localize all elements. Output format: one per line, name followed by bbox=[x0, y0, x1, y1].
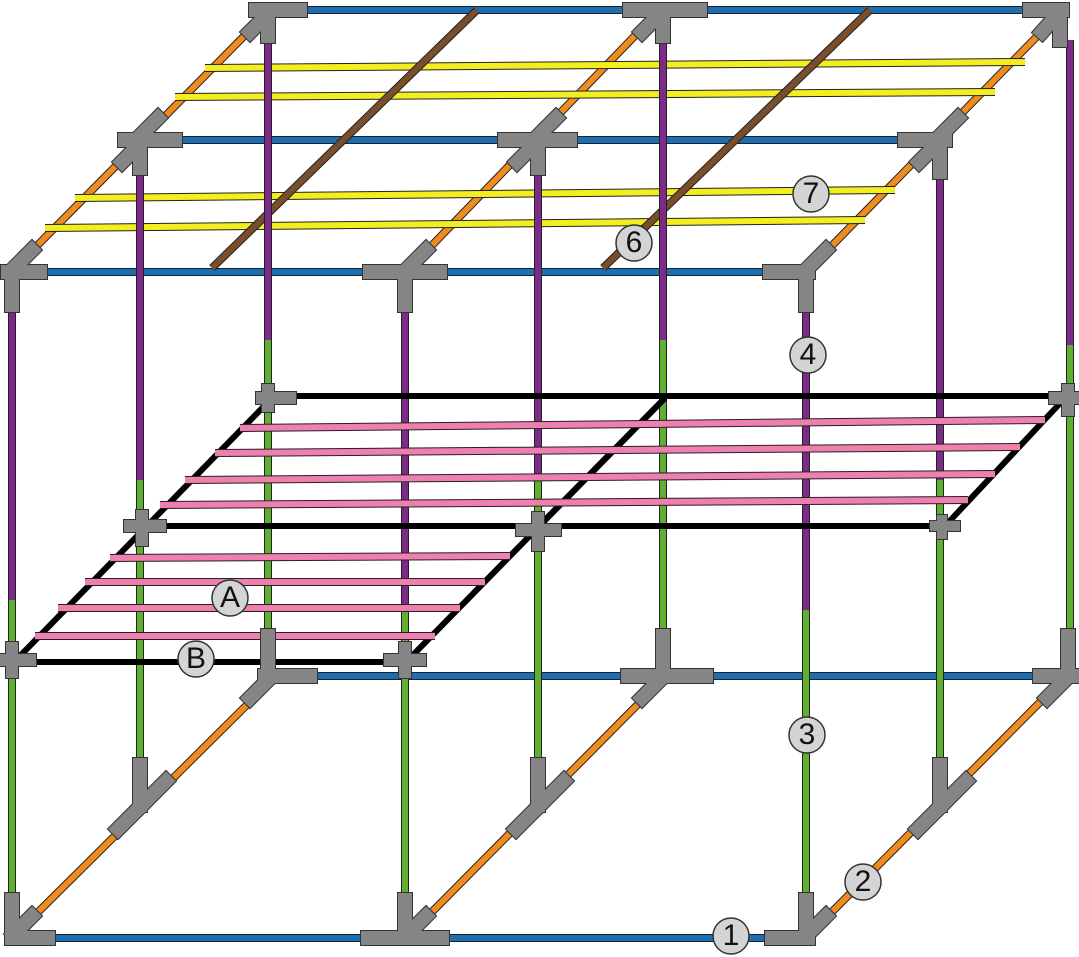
shelf-slat-4-core bbox=[159, 497, 969, 508]
fitting-shelf-mid-right bbox=[929, 514, 961, 540]
top-slat-2 bbox=[174, 88, 996, 101]
fitting-shelf-front-mid bbox=[383, 641, 427, 679]
fitting-bottom-back-left-arm-3 bbox=[240, 670, 278, 708]
shelf-slat-3-core bbox=[184, 471, 996, 483]
top-brace-left-core bbox=[209, 7, 480, 271]
callout-3-text: 3 bbox=[799, 718, 816, 751]
fitting-top-mid-mid-arm-3 bbox=[507, 134, 545, 172]
fitting-top-back-left-arm-3 bbox=[240, 4, 278, 42]
top-brace-left bbox=[209, 7, 480, 271]
top-slat-4 bbox=[44, 216, 866, 232]
fitting-top-back-right-arm-3 bbox=[1032, 4, 1068, 42]
top-slat-4-core bbox=[44, 217, 866, 231]
fitting-top-mid-mid-arm-4 bbox=[528, 108, 566, 146]
shelf-right-edge-core bbox=[942, 395, 1068, 529]
fitting-top-back-mid bbox=[622, 2, 708, 44]
fitting-top-mid-right bbox=[897, 106, 970, 180]
fitting-top-front-mid-arm-3 bbox=[398, 240, 436, 278]
top-slat-3 bbox=[74, 186, 896, 202]
fitting-top-mid-left bbox=[110, 106, 183, 176]
fitting-bottom-front-mid bbox=[360, 892, 450, 946]
callout-3-circle bbox=[788, 716, 826, 754]
fitting-top-back-left bbox=[238, 2, 308, 44]
fitting-bottom-mid-left-arm-3 bbox=[132, 771, 176, 815]
fitting-shelf-mid-mid bbox=[515, 511, 562, 552]
callout-6: 6 bbox=[615, 224, 653, 262]
shelf-slat-2-core bbox=[214, 444, 1021, 456]
fitting-top-mid-right-arm-3 bbox=[930, 108, 968, 146]
callout-B-circle bbox=[177, 640, 215, 678]
callout-A: A bbox=[211, 579, 249, 617]
callout-1-text: 1 bbox=[723, 919, 740, 952]
fitting-shelf-back-right bbox=[1048, 383, 1079, 417]
fitting-top-mid-mid bbox=[497, 106, 578, 176]
callout-3: 3 bbox=[788, 716, 826, 754]
fitting-top-front-left-arm-3 bbox=[4, 240, 42, 278]
callout-4: 4 bbox=[789, 336, 827, 374]
callout-2: 2 bbox=[844, 863, 882, 901]
fitting-shelf-mid-left bbox=[123, 509, 167, 547]
fitting-top-front-right-arm-3 bbox=[798, 240, 836, 278]
callout-7-circle bbox=[792, 175, 830, 213]
fitting-top-front-left bbox=[0, 238, 48, 313]
callout-2-text: 2 bbox=[855, 865, 872, 898]
fitting-top-mid-left-arm-4 bbox=[130, 108, 168, 146]
fitting-bottom-front-left-arm-3 bbox=[4, 906, 42, 944]
fitting-top-mid-left-arm-3 bbox=[112, 134, 150, 172]
fitting-top-back-mid-arm-3 bbox=[632, 4, 670, 42]
fitting-bottom-back-mid bbox=[620, 628, 714, 710]
callout-7: 7 bbox=[792, 175, 830, 213]
fitting-bottom-mid-mid-arm-3 bbox=[530, 771, 574, 815]
callout-A-text: A bbox=[220, 581, 240, 614]
callout-7-text: 7 bbox=[803, 177, 820, 210]
callout-layer: 1 2 3 4 6 7 A B bbox=[177, 175, 882, 955]
fitting-bottom-back-right-arm-3 bbox=[1037, 670, 1075, 708]
fitting-bottom-front-left bbox=[2, 892, 56, 946]
callout-1-circle bbox=[712, 917, 750, 955]
shelf-slat-3 bbox=[184, 470, 996, 484]
callout-4-text: 4 bbox=[800, 338, 817, 371]
fitting-top-front-mid bbox=[362, 238, 448, 313]
fitting-bottom-mid-left bbox=[106, 757, 178, 841]
fitting-top-back-right bbox=[1022, 2, 1070, 48]
callout-6-text: 6 bbox=[626, 226, 643, 259]
top-slat-2-core bbox=[174, 89, 996, 100]
top-brace-right bbox=[600, 7, 873, 271]
fitting-bottom-mid-right bbox=[906, 757, 978, 841]
callout-4-circle bbox=[789, 336, 827, 374]
top-brace-right-core bbox=[600, 7, 873, 271]
callout-6-circle bbox=[615, 224, 653, 262]
fitting-bottom-back-right bbox=[1032, 628, 1079, 710]
fitting-top-front-right bbox=[762, 238, 838, 313]
shelf-right-edge bbox=[942, 395, 1068, 529]
callout-B: B bbox=[177, 640, 215, 678]
callout-A-circle bbox=[211, 579, 249, 617]
shelf-mid-edge-right-core bbox=[532, 395, 668, 533]
callout-2-circle bbox=[844, 863, 882, 901]
fitting-bottom-back-left bbox=[238, 628, 318, 710]
fitting-top-mid-right-arm-4 bbox=[909, 134, 947, 172]
top-slat-1-core bbox=[204, 59, 1026, 71]
shelf-mid-edge-right bbox=[532, 395, 668, 533]
shelf-slat-2 bbox=[214, 443, 1021, 457]
shelf-slat-5-core bbox=[109, 553, 511, 561]
shelf-slat-5 bbox=[109, 552, 511, 562]
shelf-slat-1-core bbox=[239, 417, 1046, 431]
fitting-bottom-front-mid-arm-3 bbox=[398, 906, 436, 944]
fitting-shelf-front-left bbox=[0, 641, 37, 679]
callout-B-text: B bbox=[186, 642, 206, 675]
fitting-bottom-front-right-arm-3 bbox=[798, 906, 836, 944]
top-slat-1 bbox=[204, 58, 1026, 72]
fitting-bottom-front-right bbox=[764, 892, 838, 946]
fitting-shelf-back-left bbox=[255, 383, 297, 413]
fitting-bottom-mid-mid bbox=[504, 757, 576, 841]
fitting-bottom-back-mid-arm-3 bbox=[632, 670, 670, 708]
shelf-slat-1 bbox=[239, 416, 1046, 432]
shelf-slat-4 bbox=[159, 496, 969, 509]
fitting-bottom-mid-right-arm-3 bbox=[932, 771, 976, 815]
top-slat-3-core bbox=[74, 187, 896, 201]
callout-1: 1 bbox=[712, 917, 750, 955]
